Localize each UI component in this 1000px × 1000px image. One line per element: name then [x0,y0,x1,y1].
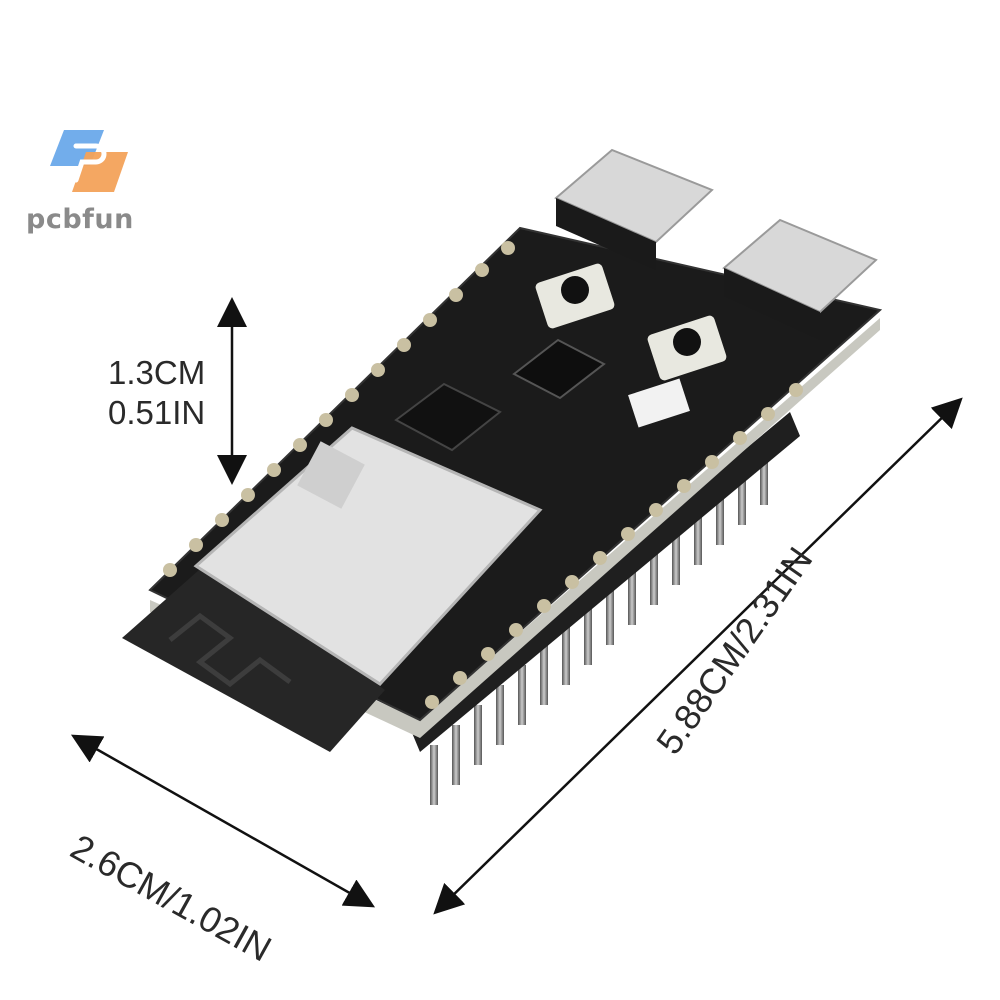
pcbfun-logo-icon [50,130,128,192]
pin-pads-right [425,383,803,709]
width-arrow [70,734,376,908]
height-in-label: 0.51IN [108,394,206,431]
brand-name: pcbfun [26,204,134,235]
reset-button [647,315,727,381]
height-cm-label: 1.3CM [108,354,206,391]
boot-button [535,263,615,329]
pin-pads-left [163,241,515,577]
usb-c-connector-1 [554,148,714,270]
esp32-module [193,426,543,686]
pin-header-front [410,412,800,805]
usb-c-connector-2 [722,218,878,340]
rgb-led [628,378,690,428]
length-arrow [433,397,963,915]
height-dimension: 1.3CM 0.51IN [108,353,205,433]
antenna-area [122,562,385,752]
usb-uart-chip [512,338,606,400]
voltage-regulator [394,382,502,452]
